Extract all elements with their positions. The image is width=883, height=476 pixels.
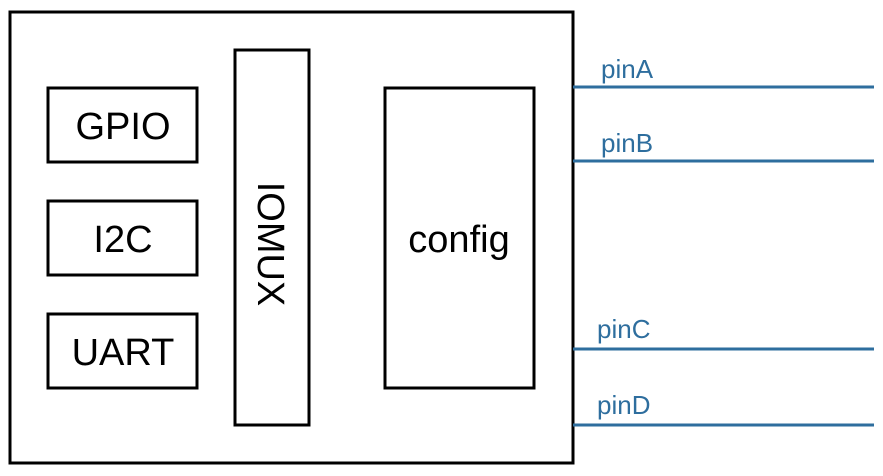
config-label: config (408, 219, 509, 261)
iomux-label: IOMUX (249, 182, 291, 307)
i2c-block: I2C (46, 199, 199, 277)
pin-a-label: pinA (601, 54, 654, 84)
pin-c: pinC (573, 314, 874, 351)
uart-label: UART (72, 332, 175, 374)
pin-b-label: pinB (601, 128, 653, 158)
uart-box (46, 312, 199, 390)
uart-block: UART (46, 312, 199, 390)
pin-c-label: pinC (597, 314, 650, 344)
pin-d: pinD (573, 390, 874, 427)
gpio-box (46, 86, 199, 164)
i2c-label: I2C (93, 219, 152, 261)
pin-a: pinA (573, 54, 874, 89)
pin-d-label: pinD (597, 390, 650, 420)
config-box (383, 86, 536, 390)
iomux-box (233, 48, 311, 427)
gpio-block: GPIO (46, 86, 199, 164)
config-block: config (383, 86, 536, 390)
iomux-block: IOMUX (233, 48, 311, 427)
pin-b: pinB (573, 128, 874, 163)
i2c-box (46, 199, 199, 277)
gpio-label: GPIO (75, 106, 170, 148)
